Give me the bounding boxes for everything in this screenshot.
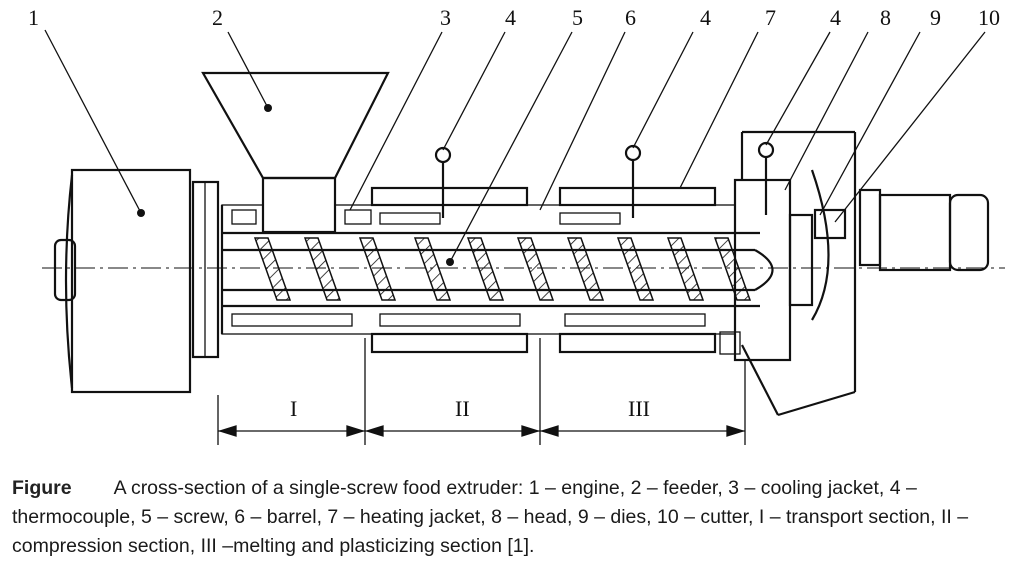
- engine: [53, 168, 220, 394]
- label-3: 3: [440, 5, 451, 30]
- section-dimensions: [217, 338, 746, 445]
- section-label-II: II: [455, 396, 470, 421]
- label-4c: 4: [830, 5, 841, 30]
- caption-label: Figure: [12, 477, 72, 499]
- label-8: 8: [880, 5, 891, 30]
- extruder-cross-section-diagram: 1 2 3 4 5 6 4 7 4 8 9 10 I II III: [28, 5, 1005, 445]
- section-label-I: I: [290, 396, 297, 421]
- leader-lines: [44, 29, 986, 263]
- screw: [222, 237, 774, 301]
- caption-text: A cross-section of a single-screw food e…: [12, 477, 969, 557]
- feeder-hopper: [201, 71, 390, 234]
- label-4b: 4: [700, 5, 711, 30]
- label-2: 2: [212, 5, 223, 30]
- cooling-jacket: [231, 209, 372, 327]
- dies: [788, 169, 830, 321]
- label-10: 10: [978, 5, 1000, 30]
- label-6: 6: [625, 5, 636, 30]
- label-4a: 4: [505, 5, 516, 30]
- cutter: [740, 130, 990, 417]
- label-1: 1: [28, 5, 39, 30]
- label-7: 7: [765, 5, 776, 30]
- thermocouple: [434, 141, 775, 218]
- heating-jacket: [370, 186, 717, 354]
- section-label-III: III: [628, 396, 650, 421]
- label-9: 9: [930, 5, 941, 30]
- label-5: 5: [572, 5, 583, 30]
